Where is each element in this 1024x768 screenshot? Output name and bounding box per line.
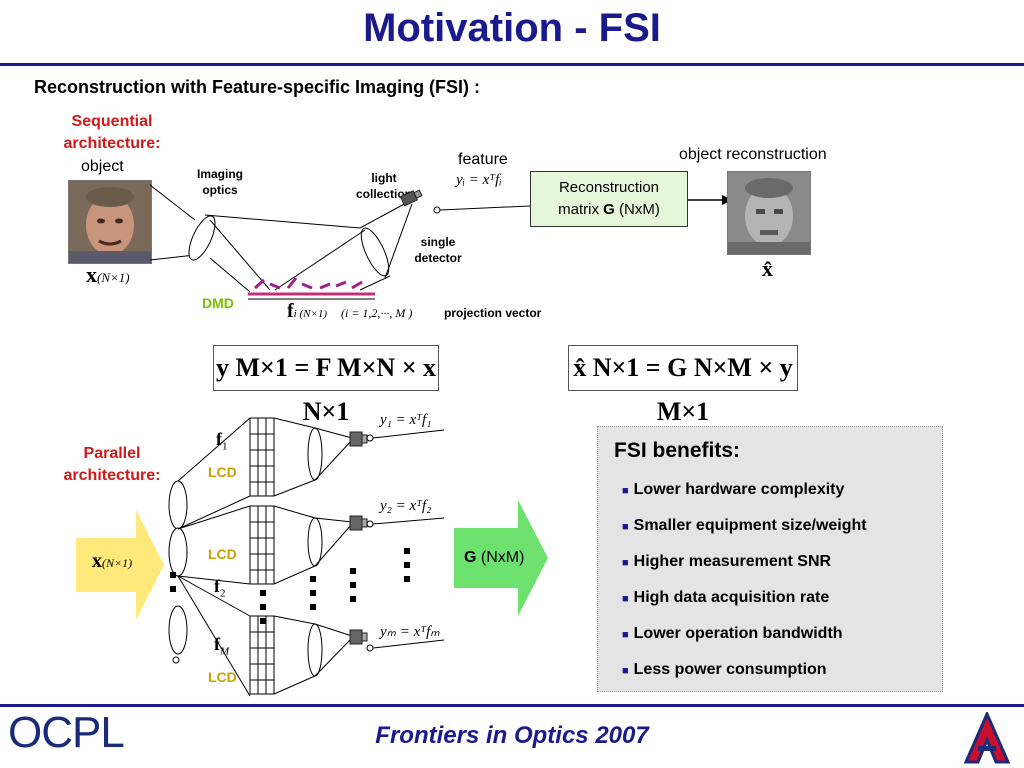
- sequential-heading-line1: Sequential: [71, 113, 153, 130]
- equation-reconstruction: x̂ N×1 = G N×M × y M×1: [568, 345, 798, 426]
- light-collection-line1: light: [371, 171, 397, 185]
- bullet-icon: ■: [622, 521, 629, 533]
- f1-var: f: [216, 429, 222, 449]
- footer-text: Frontiers in Optics 2007: [375, 722, 649, 749]
- recon-arrow: [688, 195, 732, 205]
- bullet-icon: ■: [622, 485, 629, 497]
- bullet-icon: ■: [622, 557, 629, 569]
- f1-label: f1: [216, 429, 228, 453]
- f1-sub: 1: [222, 440, 228, 453]
- f2-var: f: [214, 576, 220, 596]
- footer-rule: [0, 704, 1024, 707]
- dmd-label: DMD: [202, 295, 234, 311]
- benefits-heading: FSI benefits:: [614, 439, 741, 462]
- parallel-output-wires: [366, 429, 445, 652]
- benefits-box: FSI benefits: ■ Lower hardware complexity…: [597, 426, 943, 692]
- f2-sub: 2: [220, 587, 226, 600]
- bullet-icon: ■: [622, 665, 629, 677]
- projection-range: (i = 1,2,···, M ): [341, 306, 413, 320]
- fm-var: f: [214, 634, 220, 654]
- parallel-heading: Parallel architecture:: [42, 443, 182, 487]
- single-detector-label: single detector: [404, 234, 472, 266]
- lcd-grid-1: [249, 417, 275, 497]
- parallel-input-sub: (N×1): [102, 556, 133, 570]
- parallel-heading-line2: architecture:: [63, 467, 161, 484]
- xhat-label: x̂: [762, 256, 773, 281]
- benefits-list: ■ Lower hardware complexity ■ Smaller equi…: [622, 481, 867, 697]
- light-collection-label: light collection: [346, 170, 422, 202]
- object-var: x(N×1): [86, 262, 130, 288]
- recon-line2-post: (NxM): [614, 201, 660, 218]
- benefit-item: ■ High data acquisition rate: [622, 589, 867, 625]
- benefit-item: ■ Lower hardware complexity: [622, 481, 867, 517]
- feature-equation: yᵢ = xᵀfᵢ: [456, 172, 502, 188]
- object-reconstruction-label: object reconstruction: [679, 146, 827, 163]
- g-arrow: [454, 500, 548, 616]
- y2-equation: y₂ = xᵀf₂: [380, 498, 432, 514]
- page-title: Motivation - FSI: [363, 6, 661, 50]
- lcd-label-m: LCD: [208, 669, 237, 685]
- benefit-text: Less power consumption: [633, 661, 827, 678]
- object-var-x: x: [86, 262, 97, 287]
- ocpl-logo: OCPL: [8, 708, 125, 757]
- benefit-text: Smaller equipment size/weight: [633, 517, 867, 534]
- fm-sub: M: [220, 645, 230, 658]
- f2-label: f2: [214, 576, 226, 600]
- imaging-optics-line1: Imaging: [196, 167, 243, 181]
- lcd-label-1: LCD: [208, 464, 237, 480]
- single-detector-line2: detector: [414, 251, 462, 265]
- benefit-text: Higher measurement SNR: [633, 553, 832, 570]
- reconstructed-face-image: [727, 171, 811, 255]
- feature-label: feature: [458, 151, 508, 168]
- imaging-optics-line2: optics: [202, 183, 238, 197]
- imaging-optics-label: Imaging optics: [186, 166, 254, 198]
- title-rule: [0, 63, 1024, 66]
- ym-equation: yₘ = xᵀfₘ: [380, 624, 440, 640]
- proj-var-f: f: [287, 300, 294, 322]
- equation-forward: y M×1 = F M×N × x N×1: [213, 345, 439, 426]
- recon-line2-g: G: [603, 201, 615, 218]
- detector-to-recon-wire: [433, 205, 531, 214]
- parallel-input-var: x(N×1): [92, 550, 132, 573]
- projection-vector-label: projection vector: [444, 306, 542, 320]
- object-label: object: [81, 158, 124, 175]
- recon-line1: Reconstruction: [558, 179, 660, 196]
- bullet-icon: ■: [622, 593, 629, 605]
- fm-label: fM: [214, 634, 229, 658]
- input-arrow: [76, 510, 164, 620]
- sequential-optics-diagram: [150, 184, 423, 300]
- proj-var-sub: i (N×1): [293, 308, 328, 320]
- subtitle: Reconstruction with Feature-specific Ima…: [34, 77, 481, 97]
- sequential-heading: Sequential architecture:: [42, 111, 182, 155]
- sequential-heading-line2: architecture:: [63, 135, 161, 152]
- g-arrow-label: G (NxM): [464, 549, 524, 567]
- benefit-item: ■ Less power consumption: [622, 661, 867, 697]
- recon-line2-pre: matrix: [558, 201, 604, 218]
- g-arrow-rest: (NxM): [476, 549, 525, 566]
- output-dots: [404, 548, 410, 582]
- lcd-grid-m: [249, 615, 275, 695]
- benefit-item: ■ Smaller equipment size/weight: [622, 517, 867, 553]
- parallel-heading-line1: Parallel: [83, 445, 141, 462]
- parallel-optics-diagram: [168, 417, 368, 697]
- projection-var: fi (N×1): [287, 300, 327, 323]
- object-var-sub: (N×1): [97, 270, 130, 285]
- reconstruction-box: Reconstruction matrix G (NxM): [530, 171, 688, 227]
- lcd-label-2: LCD: [208, 546, 237, 562]
- parallel-input-x: x: [92, 550, 102, 572]
- university-a-logo: [963, 712, 1011, 764]
- benefit-text: Lower hardware complexity: [633, 481, 845, 498]
- benefit-text: High data acquisition rate: [633, 589, 830, 606]
- recon-line2: matrix G (NxM): [531, 199, 687, 221]
- benefit-text: Lower operation bandwidth: [633, 625, 843, 642]
- single-detector-line1: single: [420, 235, 456, 249]
- bullet-icon: ■: [622, 629, 629, 641]
- g-arrow-g: G: [464, 549, 477, 566]
- lcd-grid-2: [249, 505, 275, 585]
- object-face-image: [68, 180, 152, 264]
- y1-equation: y₁ = xᵀf₁: [380, 412, 432, 428]
- benefit-item: ■ Lower operation bandwidth: [622, 625, 867, 661]
- light-collection-line2: collection: [355, 187, 412, 201]
- benefit-item: ■ Higher measurement SNR: [622, 553, 867, 589]
